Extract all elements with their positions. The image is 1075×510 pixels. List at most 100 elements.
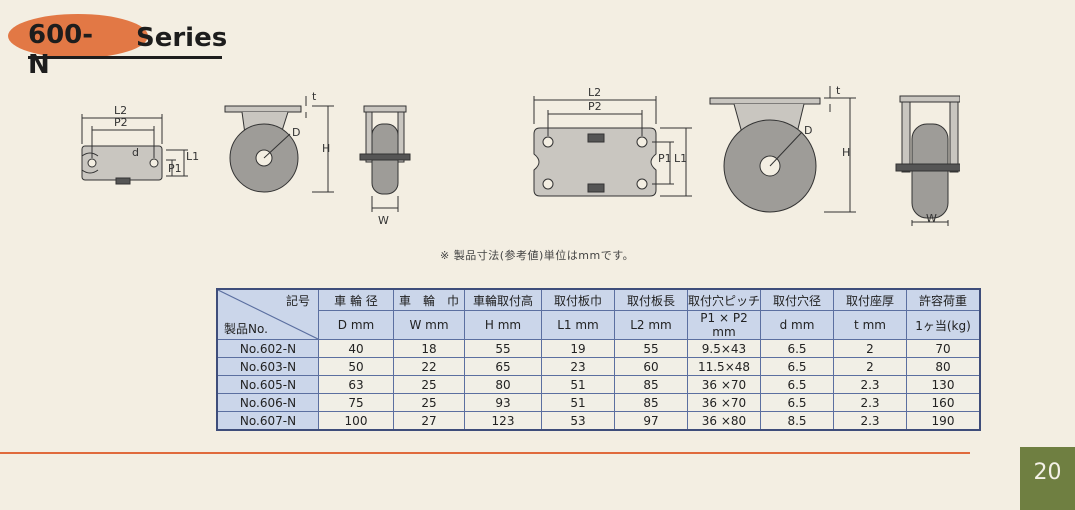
large-p1-label: P1 (658, 152, 672, 165)
cell-hole-diameter: 8.5 (760, 411, 834, 431)
small-H-label: H (322, 142, 330, 155)
cell-model: No.602-N (216, 339, 319, 358)
unit-load: 1ヶ当(kg) (906, 310, 981, 340)
unit-plate-width: L1 mm (541, 310, 615, 340)
small-front-view (359, 105, 411, 212)
cell-plate-thickness: 2.3 (833, 375, 907, 394)
large-side-view (709, 86, 856, 213)
cell-height: 65 (464, 357, 542, 376)
cell-hole-diameter: 6.5 (760, 375, 834, 394)
cell-height: 123 (464, 411, 542, 431)
corner-diagonal (218, 290, 318, 339)
title-underline (28, 56, 222, 59)
table-row: No.602-N 40 18 55 19 55 9.5×43 6.5 2 70 (216, 339, 981, 358)
cell-plate-length: 60 (614, 357, 688, 376)
header-load: 許容荷重 (906, 288, 981, 311)
small-D-label: D (292, 126, 300, 139)
cell-height: 80 (464, 375, 542, 394)
header-hole-diameter: 取付穴径 (760, 288, 834, 311)
cell-width: 25 (393, 393, 465, 412)
cell-plate-length: 85 (614, 375, 688, 394)
large-top-view (533, 96, 692, 197)
cell-plate-thickness: 2 (833, 357, 907, 376)
large-front-view (895, 95, 960, 226)
cell-height: 55 (464, 339, 542, 358)
table-row: No.607-N 100 27 123 53 97 36 ×80 8.5 2.3… (216, 411, 981, 431)
header-hole-pitch: 取付穴ピッチ (687, 288, 761, 311)
cell-plate-length: 97 (614, 411, 688, 431)
cell-load: 70 (906, 339, 981, 358)
corner-header-cell: 記号 製品No. (216, 288, 319, 340)
table-header-row-bottom: D mm W mm H mm L1 mm L2 mm P1 × P2 mm d … (217, 310, 981, 340)
cell-plate-length: 85 (614, 393, 688, 412)
cell-diameter: 63 (318, 375, 394, 394)
series-label: Series (136, 23, 228, 53)
cell-hole-diameter: 6.5 (760, 357, 834, 376)
header-plate-length: 取付板長 (614, 288, 688, 311)
cell-plate-width: 23 (541, 357, 615, 376)
cell-hole-pitch: 36 ×70 (687, 375, 761, 394)
large-l1-label: L1 (674, 152, 687, 165)
cell-width: 27 (393, 411, 465, 431)
cell-width: 22 (393, 357, 465, 376)
cell-hole-pitch: 36 ×80 (687, 411, 761, 431)
unit-hole-diameter: d mm (760, 310, 834, 340)
cell-plate-width: 51 (541, 393, 615, 412)
cell-hole-diameter: 6.5 (760, 339, 834, 358)
unit-diameter: D mm (318, 310, 394, 340)
small-t-label: t (312, 90, 317, 103)
unit-height: H mm (464, 310, 542, 340)
title-oval-badge (8, 14, 148, 58)
cell-plate-thickness: 2 (833, 339, 907, 358)
cell-model: No.606-N (216, 393, 319, 412)
cell-model: No.607-N (216, 411, 319, 431)
spec-table: 記号 製品No. 車 輪 径 車 輪 巾 車輪取付高 取付板巾 取付板長 取付穴… (216, 288, 981, 431)
cell-plate-thickness: 2.3 (833, 411, 907, 431)
cell-hole-pitch: 9.5×43 (687, 339, 761, 358)
table-row: No.603-N 50 22 65 23 60 11.5×48 6.5 2 80 (216, 357, 981, 376)
large-t-label: t (836, 84, 841, 97)
unit-plate-length: L2 mm (614, 310, 688, 340)
unit-width: W mm (393, 310, 465, 340)
table-row: No.606-N 75 25 93 51 85 36 ×70 6.5 2.3 1… (216, 393, 981, 412)
header-height: 車輪取付高 (464, 288, 542, 311)
dimension-note: ※ 製品寸法(参考値)単位はmmです。 (440, 249, 635, 262)
unit-plate-thickness: t mm (833, 310, 907, 340)
large-H-label: H (842, 146, 850, 159)
table-row: No.605-N 63 25 80 51 85 36 ×70 6.5 2.3 1… (216, 375, 981, 394)
header-plate-width: 取付板巾 (541, 288, 615, 311)
small-top-view (81, 114, 188, 185)
header-width: 車 輪 巾 (393, 288, 465, 311)
cell-load: 190 (906, 411, 981, 431)
unit-hole-pitch: P1 × P2 mm (687, 310, 761, 340)
small-side-view (224, 96, 334, 193)
page-number: 20 (1020, 447, 1075, 510)
cell-plate-length: 55 (614, 339, 688, 358)
large-W-label: W (926, 212, 937, 225)
footer-rule (0, 452, 970, 454)
header-diameter: 車 輪 径 (318, 288, 394, 311)
cell-diameter: 75 (318, 393, 394, 412)
cell-plate-width: 19 (541, 339, 615, 358)
small-l2-label: L2 (114, 104, 127, 117)
cell-model: No.603-N (216, 357, 319, 376)
cell-height: 93 (464, 393, 542, 412)
cell-hole-diameter: 6.5 (760, 393, 834, 412)
small-W-label: W (378, 214, 389, 227)
model-label: 600-N (28, 20, 94, 80)
corner-product-label: 製品No. (224, 322, 268, 336)
header-plate-thickness: 取付座厚 (833, 288, 907, 311)
cell-diameter: 100 (318, 411, 394, 431)
cell-load: 80 (906, 357, 981, 376)
table-header-row-top: 記号 製品No. 車 輪 径 車 輪 巾 車輪取付高 取付板巾 取付板長 取付穴… (216, 288, 981, 340)
cell-width: 25 (393, 375, 465, 394)
small-l1-label: L1 (186, 150, 199, 163)
large-l2-label: L2 (588, 86, 601, 99)
cell-plate-width: 53 (541, 411, 615, 431)
caster-drawings: L2 P2 d L1 P1 t D H W (81, 84, 960, 227)
small-p2-label: P2 (114, 116, 128, 129)
cell-width: 18 (393, 339, 465, 358)
large-D-label: D (804, 124, 812, 137)
cell-plate-width: 51 (541, 375, 615, 394)
cell-diameter: 50 (318, 357, 394, 376)
